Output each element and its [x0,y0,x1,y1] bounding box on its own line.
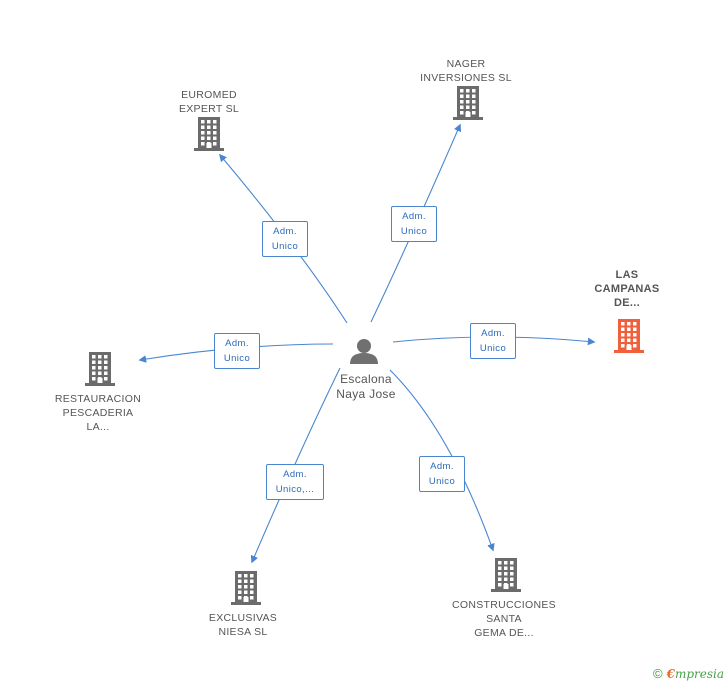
company-label-nager[interactable]: NAGER INVERSIONES SL [420,58,512,84]
role-line: Adm. [430,461,454,472]
edge-exclusivas [250,367,341,564]
company-label-euromed[interactable]: EUROMED EXPERT SL [178,89,240,115]
role-badge-lascampanas[interactable]: Adm. Unico [470,323,516,359]
building-icon-restauracion[interactable] [85,352,115,386]
role-badge-construcciones[interactable]: Adm. Unico [419,456,465,492]
person-icon[interactable] [350,339,378,364]
role-line: Unico [400,226,428,237]
role-line: Adm. [481,328,505,339]
role-badge-restauracion[interactable]: Adm. Unico [214,333,260,369]
role-line: Adm. [273,226,297,237]
company-label-construcciones[interactable]: CONSTRUCCIONES SANTA GEMA DE... [452,599,556,639]
empresia-logo-text: mpresia [674,667,724,681]
role-line: Adm. [283,469,307,480]
role-line: Unico [223,353,251,364]
role-line: Adm. [402,211,426,222]
footer-brand[interactable]: ©€mpresia [653,666,724,681]
building-icon-euromed[interactable] [194,117,224,151]
role-line: Adm. [225,338,249,349]
role-line: Unico,... [275,484,315,495]
edge-construcciones [389,369,495,552]
building-icon-nager[interactable] [453,86,483,120]
center-person-label[interactable]: Escalona Naya Jose [336,372,396,401]
role-badge-exclusivas[interactable]: Adm. Unico,... [266,464,324,500]
role-line: Unico [428,476,456,487]
building-icon-exclusivas[interactable] [231,571,261,605]
role-line: Unico [479,343,507,354]
building-icon-lascampanas[interactable] [614,319,644,353]
company-label-exclusivas[interactable]: EXCLUSIVAS NIESA SL [208,612,278,638]
copyright-icon: © [652,666,663,681]
role-badge-nager[interactable]: Adm. Unico [391,206,437,242]
company-label-lascampanas[interactable]: LAS CAMPANAS DE... [594,269,660,309]
empresia-logo-e: € [666,667,675,681]
company-label-restauracion[interactable]: RESTAURACION PESCADERIA LA... [54,393,142,433]
role-line: Unico [271,241,299,252]
icons-layer [85,86,644,605]
building-icon-construcciones[interactable] [491,558,521,592]
role-badge-euromed[interactable]: Adm. Unico [262,221,308,257]
